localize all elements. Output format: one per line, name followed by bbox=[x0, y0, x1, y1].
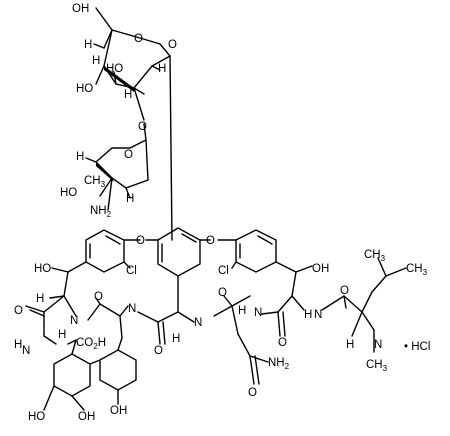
label-oh-biphenyl: OH bbox=[110, 405, 127, 417]
label-sugar2-ch3: CH3 bbox=[84, 175, 106, 189]
label-cl-right: Cl bbox=[218, 265, 229, 277]
label-h-5: H bbox=[346, 339, 354, 351]
atom-labels: OH O O H H H HO HO H O O H CH3 HO NH2 H … bbox=[14, 3, 430, 423]
label-sugar1-h-1: H bbox=[84, 39, 92, 51]
label-o-5: O bbox=[278, 337, 287, 349]
label-h-1: H bbox=[36, 293, 44, 305]
label-nh2-amide: NH2 bbox=[268, 357, 290, 371]
label-sugar1-h-3: H bbox=[92, 55, 100, 67]
label-ch3-leu: CH3 bbox=[406, 263, 428, 277]
vancosamine-ring bbox=[85, 123, 149, 211]
label-oh-right-chain: OH bbox=[312, 263, 329, 275]
label-n-4: N bbox=[254, 307, 262, 319]
label-ho-bottom-left: HO bbox=[28, 411, 45, 423]
glucose-ring bbox=[93, 7, 173, 241]
label-o-2: O bbox=[94, 291, 103, 303]
label-h-2: H bbox=[172, 333, 180, 345]
aromatic-core bbox=[25, 227, 407, 411]
label-ether-o-left: O bbox=[136, 235, 145, 247]
label-n-3: N bbox=[194, 317, 202, 329]
label-glycosidic-o: O bbox=[138, 121, 147, 133]
label-sugar2-nh2: NH2 bbox=[90, 205, 112, 219]
label-o-amide: O bbox=[248, 387, 257, 399]
label-sugar2-ho: HO bbox=[60, 187, 77, 199]
label-n-1: N bbox=[70, 315, 78, 327]
label-oh-bottom: OH bbox=[78, 411, 95, 423]
label-ho-left-chain: HO bbox=[34, 263, 51, 275]
label-n-2: N bbox=[128, 303, 136, 315]
label-sugar1-ho-mid: HO bbox=[106, 63, 123, 75]
label-sugar1-h-2: H bbox=[158, 63, 166, 75]
label-ch3-nme: CH3 bbox=[366, 359, 388, 373]
label-h-3: H bbox=[238, 305, 246, 317]
label-n-5: N bbox=[314, 309, 322, 321]
label-o-6: O bbox=[340, 285, 349, 297]
label-sugar2-h-2: H bbox=[126, 193, 134, 205]
label-hcl-salt: • HCl bbox=[404, 341, 430, 353]
label-cl-left: Cl bbox=[126, 265, 137, 277]
label-hn: H bbox=[14, 339, 22, 351]
label-sugar1-ring-o: O bbox=[134, 33, 143, 45]
label-o-3: O bbox=[154, 345, 163, 357]
label-o-4: O bbox=[218, 287, 227, 299]
label-n-7: N bbox=[22, 345, 30, 357]
label-sugar1-ho-left: HO bbox=[76, 83, 93, 95]
label-ch3-leu-2: CH3 bbox=[364, 249, 386, 263]
label-n-6: N bbox=[374, 339, 382, 351]
label-h-4: H bbox=[304, 309, 312, 321]
label-sugar2-ring-o: O bbox=[124, 149, 133, 161]
label-anomeric-o: O bbox=[168, 39, 177, 51]
label-co2h: CO2H bbox=[76, 337, 106, 351]
label-h-6: H bbox=[58, 329, 66, 341]
label-o-1: O bbox=[14, 305, 23, 317]
label-ether-o-right: O bbox=[206, 235, 215, 247]
label-sugar1-h-4: H bbox=[124, 89, 132, 101]
label-oh-ch2: OH bbox=[72, 3, 89, 15]
label-sugar2-h: H bbox=[76, 151, 84, 163]
